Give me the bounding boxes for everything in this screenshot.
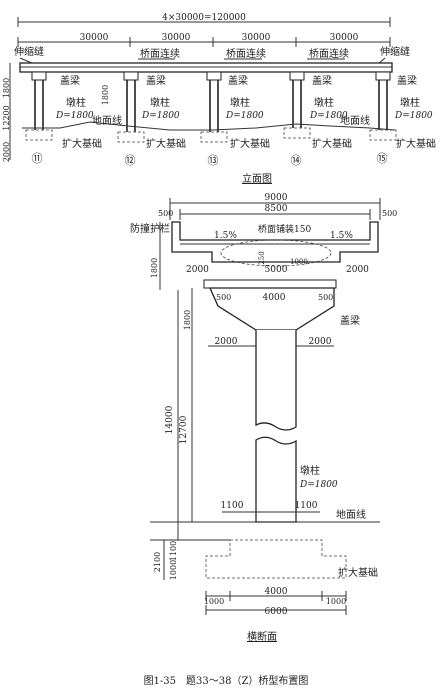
pier-13 — [200, 71, 228, 143]
dim-1100-found: 1100 — [169, 541, 178, 561]
cross-section-view: 9000 8500 500 500 防撞护栏 1.5% 1.5% 桥面铺装150… — [130, 193, 397, 643]
pier-label-5: 墩柱 — [400, 96, 420, 109]
dim-2000-right: 2000 — [346, 265, 369, 275]
pier-label-1: 墩柱 — [66, 96, 86, 109]
found-label-cross: 扩大基础 — [338, 566, 378, 579]
elev-dim-mid-1800: 1800 — [101, 85, 110, 105]
slope-left: 1.5% — [214, 231, 237, 241]
span-dim-2: 30000 — [162, 33, 191, 43]
elevation-title: 立面图 — [242, 172, 272, 185]
found-label-5: 扩大基础 — [396, 137, 436, 150]
dim-500-cap-left: 500 — [216, 293, 231, 302]
dim-1000-br: 1000 — [326, 597, 346, 606]
found-label-4: 扩大基础 — [312, 137, 352, 150]
pier-11 — [25, 71, 53, 141]
cross-title: 横断面 — [247, 630, 277, 643]
pier-column-lower — [255, 436, 297, 523]
span-dim-4: 30000 — [330, 33, 359, 43]
dim-8500: 8500 — [265, 204, 288, 214]
guardrail-label: 防撞护栏 — [130, 222, 170, 235]
cap-label-5: 盖梁 — [397, 74, 417, 87]
box-girder — [171, 221, 379, 263]
dim-6000: 6000 — [265, 607, 288, 617]
pier-no-13: ⑬ — [208, 154, 219, 167]
dim-500-right: 500 — [382, 209, 397, 218]
pier-d-2: D=1800 — [141, 111, 180, 121]
pier-14 — [283, 71, 311, 139]
dim-2000-left: 2000 — [186, 265, 209, 275]
ground-label-left: 地面线 — [92, 114, 122, 127]
ground-label-right: 地面线 — [340, 114, 370, 127]
pier-label-4: 墩柱 — [314, 96, 334, 109]
dim-1100-right: 1100 — [295, 501, 318, 511]
dim-5000: 5000 — [265, 265, 288, 275]
ground-label-cross: 地面线 — [336, 508, 366, 521]
pier-d-cross: D=1800 — [299, 480, 338, 490]
elev-dim-12200: 12200 — [2, 105, 11, 130]
dim-250: 250 — [258, 251, 266, 264]
dim-2000-cap-l: 2000 — [215, 337, 238, 347]
elev-dim-1800: 1800 — [2, 78, 11, 98]
dim-4000-base: 4000 — [265, 587, 288, 597]
elev-dim-2000: 2000 — [2, 142, 11, 162]
pier-label-3: 墩柱 — [230, 96, 250, 109]
cap-label-1: 盖梁 — [60, 74, 80, 87]
dim-2100: 2100 — [153, 552, 162, 572]
spread-footing — [205, 539, 347, 579]
pier-label-2: 墩柱 — [150, 96, 170, 109]
deck-cont-3: 桥面连续 — [309, 47, 349, 60]
found-label-2: 扩大基础 — [146, 137, 186, 150]
deck-cont-1: 桥面连续 — [140, 47, 180, 60]
dim-12700: 12700 — [179, 415, 189, 444]
pier-no-12: ⑫ — [125, 154, 136, 167]
dim-1000-found: 1000 — [169, 560, 178, 580]
pier-no-14: ⑭ — [291, 154, 302, 167]
pier-d-1: D=1800 — [55, 111, 94, 121]
pier-no-15: ⑮ — [377, 152, 388, 165]
pier-label-cross: 墩柱 — [300, 464, 320, 477]
pier-d-3: D=1800 — [225, 111, 264, 121]
pier-15 — [369, 71, 397, 141]
deck-cont-2: 桥面连续 — [226, 47, 266, 60]
span-dim-1: 30000 — [80, 33, 109, 43]
pier-d-5: D=1800 — [394, 111, 433, 121]
found-label-3: 扩大基础 — [230, 137, 270, 150]
box-void — [220, 239, 332, 267]
dim-cap-1800: 1800 — [183, 310, 192, 330]
dim-girder-1800: 1800 — [150, 258, 159, 278]
dim-2000-cap-r: 2000 — [309, 337, 332, 347]
dim-4000-cap: 4000 — [263, 293, 286, 303]
joint-left-label: 伸缩缝 — [14, 45, 44, 58]
bearing-seat — [203, 279, 337, 289]
pavement-label: 桥面铺装150 — [258, 223, 311, 235]
span-dim-3: 30000 — [242, 33, 271, 43]
found-label-1: 扩大基础 — [62, 137, 102, 150]
pier-no-11: ⑪ — [32, 152, 43, 165]
dim-total: 4×30000=120000 — [162, 13, 246, 23]
dim-14000: 14000 — [165, 405, 175, 434]
dim-9000: 9000 — [265, 193, 288, 203]
dim-500-cap-right: 500 — [318, 293, 333, 302]
pier-d-4: D=1800 — [309, 111, 348, 121]
dim-1100-left: 1100 — [221, 501, 244, 511]
cap-label-4: 盖梁 — [312, 74, 332, 87]
cap-label-2: 盖梁 — [146, 74, 166, 87]
dim-1000: 1000 — [290, 258, 308, 266]
figure-caption: 图1-35 题33～38（Z）桥型布置图 — [144, 674, 309, 687]
elevation-view: 4×30000=120000 30000 30000 30000 30000 伸… — [2, 13, 436, 185]
cap-beam-label: 盖梁 — [340, 314, 360, 327]
pier-12 — [117, 71, 145, 143]
cap-label-3: 盖梁 — [228, 74, 248, 87]
dim-1000-bl: 1000 — [204, 597, 224, 606]
joint-right-label: 伸缩缝 — [380, 45, 410, 58]
pier-column-upper — [255, 330, 297, 431]
slope-right: 1.5% — [330, 231, 353, 241]
dim-500-left: 500 — [158, 209, 173, 218]
